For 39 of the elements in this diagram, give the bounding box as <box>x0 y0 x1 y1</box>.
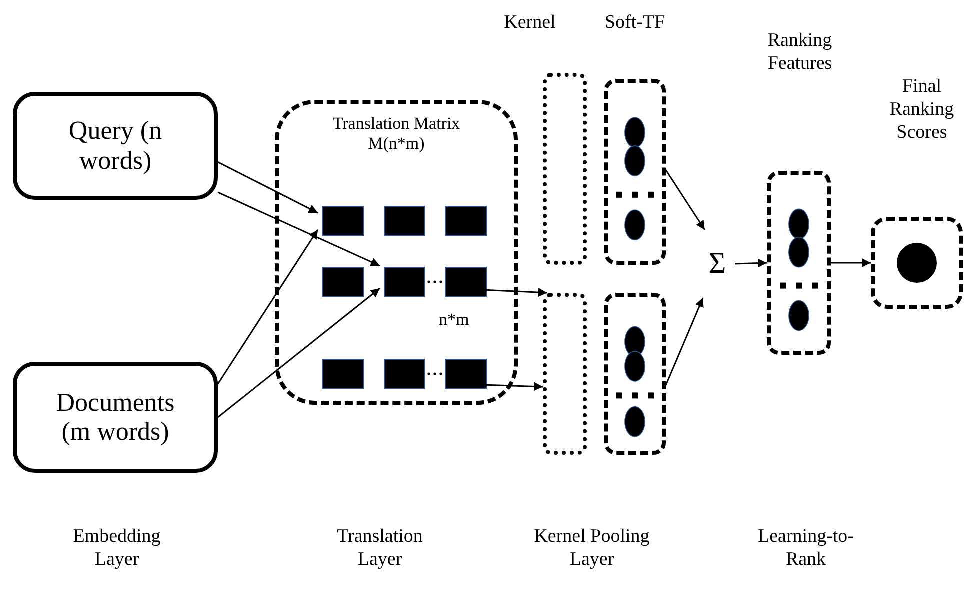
arrow <box>218 192 380 267</box>
soft-tf-heading: Soft-TF <box>604 12 666 35</box>
translation-layer-box <box>275 100 518 405</box>
input-label: Documents (m words) <box>55 388 176 448</box>
matrix-title: Translation Matrix M(n*m) <box>332 114 462 154</box>
arrow <box>831 258 871 268</box>
input-box <box>13 92 218 200</box>
matrix-cell <box>445 359 487 389</box>
vector-box <box>604 79 666 265</box>
layer-caption: Learning-to-Rank <box>756 526 855 572</box>
arrow <box>218 288 380 418</box>
arrow <box>734 258 768 268</box>
layer-caption: Kernel Pooling Layer <box>533 526 651 572</box>
input-label: Query (n words) <box>68 116 164 176</box>
kernel-box <box>543 293 587 455</box>
input-box <box>13 362 218 473</box>
arrow <box>665 298 704 386</box>
kernel-box <box>543 73 587 265</box>
vector-box <box>604 293 666 455</box>
matrix-cell <box>322 359 364 389</box>
arrow <box>218 162 318 214</box>
layer-caption: Translation Layer <box>336 526 424 572</box>
sum-symbol: Σ <box>708 246 728 282</box>
matrix-size-label: n*m <box>439 310 470 330</box>
vector-box <box>767 171 831 355</box>
matrix-cell <box>384 359 425 389</box>
arrow <box>665 170 706 230</box>
scores-heading: Final Ranking Scores <box>888 76 956 144</box>
matrix-cell <box>384 267 425 297</box>
kernel-heading: Kernel <box>503 12 557 35</box>
features-heading: Ranking Features <box>766 30 834 76</box>
layer-caption: Embedding Layer <box>72 526 162 572</box>
arrow <box>217 230 319 385</box>
matrix-cell <box>322 267 364 297</box>
matrix-cell <box>322 206 364 236</box>
score-box <box>871 217 963 309</box>
matrix-cell <box>445 206 487 236</box>
matrix-cell <box>384 206 425 236</box>
matrix-cell <box>445 267 487 297</box>
